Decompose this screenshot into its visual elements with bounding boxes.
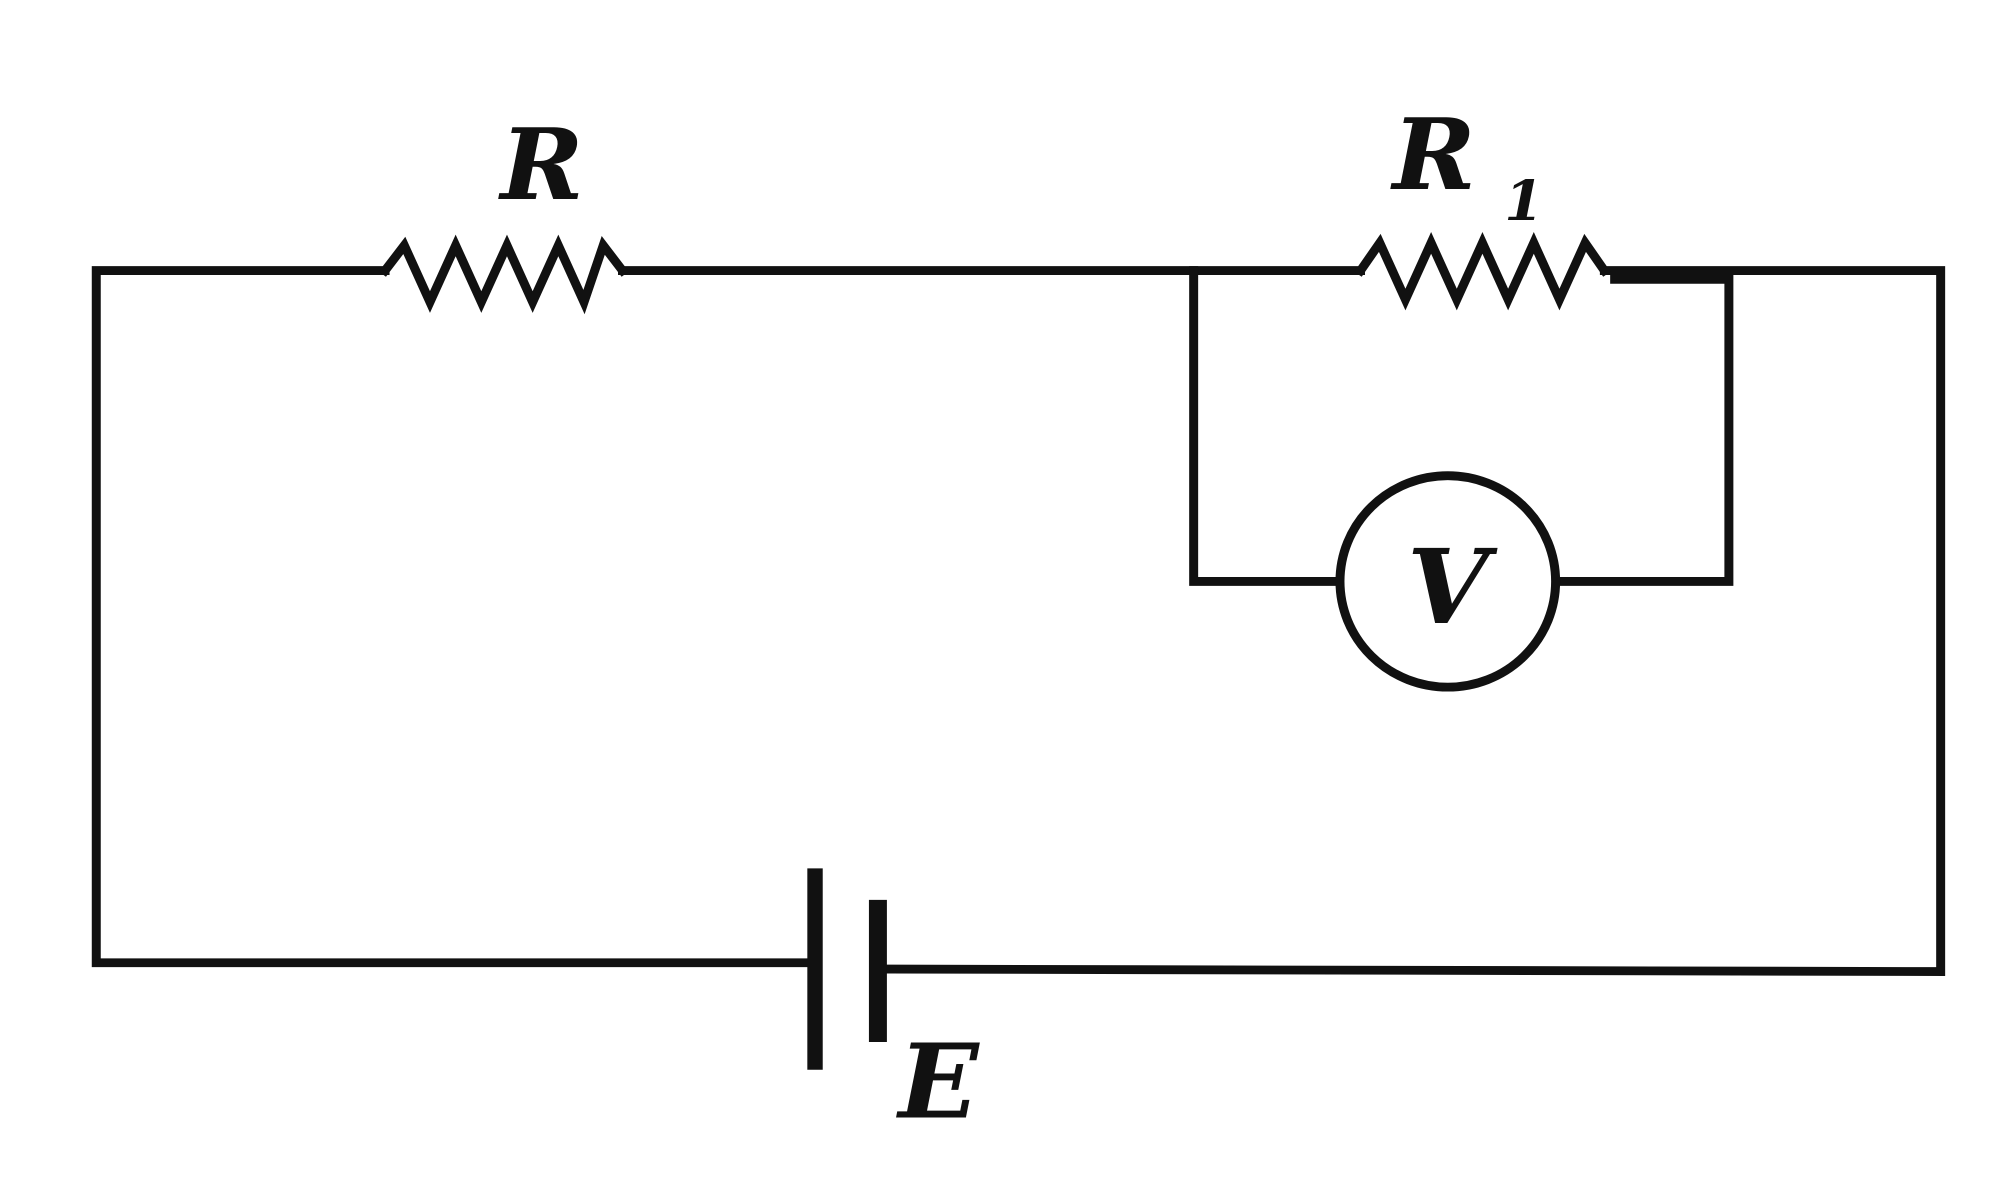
label-r: R — [498, 108, 584, 223]
voltmeter-branch-right — [1552, 274, 1734, 586]
wire-top-left — [91, 266, 816, 968]
voltmeter-circle — [1335, 471, 1561, 692]
voltmeter-branch-left — [1189, 266, 1344, 586]
resistor-r — [378, 234, 629, 315]
label-r1: R — [1390, 98, 1476, 213]
voltmeter-label: V — [1407, 526, 1498, 648]
resistor-r1 — [1354, 232, 1611, 311]
wire-top-right — [878, 266, 1946, 976]
label-e: E — [895, 1021, 980, 1143]
label-r1-subscript: 1 — [1504, 169, 1543, 234]
